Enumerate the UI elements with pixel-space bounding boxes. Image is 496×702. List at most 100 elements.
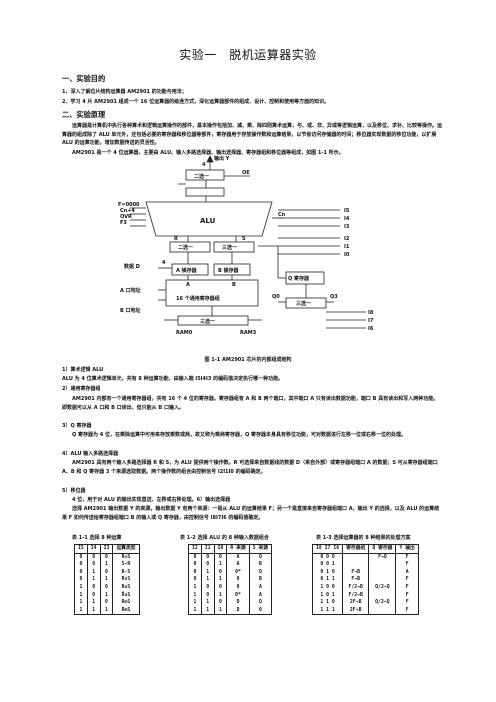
cn-label: Cn bbox=[278, 212, 286, 218]
q0-label: Q0 bbox=[272, 294, 280, 300]
table-header-cell: 运算类型 bbox=[112, 544, 140, 554]
a-port-label: A bbox=[186, 282, 190, 288]
table-cell bbox=[368, 591, 397, 600]
table-cell: 2F→B bbox=[342, 599, 370, 607]
table-cell: 0 bbox=[226, 576, 250, 584]
table-header-cell: I2 bbox=[188, 544, 202, 554]
table-cell: Q/2→Q bbox=[368, 599, 397, 607]
table-header-cell: Y 输出 bbox=[395, 544, 419, 554]
table-cell: R-S bbox=[112, 568, 140, 577]
table-cell: 0 bbox=[188, 576, 202, 584]
s-label: S bbox=[242, 236, 246, 242]
table-cell: 1 bbox=[213, 606, 228, 616]
i3-label: I3 bbox=[344, 224, 350, 230]
table-cell: 0 bbox=[86, 561, 101, 569]
table-cell bbox=[368, 606, 397, 616]
table-cell: F bbox=[395, 591, 419, 600]
table-cell: 1 1 1 bbox=[311, 606, 344, 616]
b-latch-label: B 锁存器 bbox=[218, 267, 240, 274]
q3-label: Q3 bbox=[330, 294, 338, 300]
table-cell: 1 bbox=[213, 576, 228, 584]
r-mux-label: 二选一 bbox=[178, 244, 193, 251]
i8-label: I8 bbox=[368, 310, 374, 316]
table-header-cell: Q 寄存器 bbox=[368, 544, 397, 554]
table-cell: 1 bbox=[99, 606, 114, 616]
table-cell: 0 bbox=[99, 599, 114, 607]
table-cell: 0 0 0 bbox=[311, 553, 344, 562]
table-cell: R⊕S bbox=[112, 599, 140, 607]
table-cell: 0 bbox=[99, 553, 114, 562]
b-addr-label: B 口地址 bbox=[120, 307, 141, 314]
table-cell: R∨S bbox=[112, 576, 140, 584]
table-cell: Q bbox=[248, 553, 273, 562]
table-cell: F bbox=[395, 583, 419, 592]
table-cell: F bbox=[395, 599, 419, 607]
table-cell: Q bbox=[248, 599, 273, 607]
table-cell: R̄∧S bbox=[112, 591, 140, 600]
s-mux-label: 三选一 bbox=[222, 244, 237, 251]
table-cell: R⊕S bbox=[112, 606, 140, 616]
table-cell: 0 bbox=[86, 583, 101, 592]
flag-f0000: F=0000 bbox=[118, 202, 140, 208]
table-cell: 0 bbox=[188, 561, 202, 569]
table-cell: A bbox=[226, 553, 250, 562]
table-cell: 1 bbox=[74, 591, 88, 600]
table-header-cell: I4 bbox=[86, 544, 101, 554]
mux-section-title: 4）ALU 输入多路选择器 bbox=[62, 451, 119, 457]
table-cell: 1 bbox=[213, 591, 228, 600]
table-cell: 1 bbox=[188, 583, 202, 592]
output-select-text: 选择 AM2901 输出数据 Y 的来源。输出数据 Y 有两个来源：一是从 AL… bbox=[62, 506, 440, 521]
table-cell: 1 bbox=[74, 606, 88, 616]
table-cell: Q/2→Q bbox=[368, 583, 397, 592]
table-cell: 1 bbox=[213, 561, 228, 569]
table-cell bbox=[368, 561, 397, 569]
table-cell: 0 bbox=[200, 583, 215, 592]
shifter-section-title: 5）移位器 bbox=[62, 488, 86, 494]
table-cell: 2F→B bbox=[342, 606, 370, 616]
section-heading-principle: 二、实验原理 bbox=[62, 110, 106, 119]
table-header-cell: I0 bbox=[213, 544, 228, 554]
table-cell: F/2→B bbox=[342, 591, 370, 600]
i6-label: I6 bbox=[368, 326, 374, 332]
table-cell: 0 bbox=[99, 568, 114, 577]
table-cell: S-R bbox=[112, 561, 140, 569]
table-cell: F bbox=[395, 606, 419, 616]
mux-section-text: AM2901 具有两个输入多路选择器 R 和 S，为 ALU 提供两个操作数。R… bbox=[62, 460, 438, 475]
table-cell: 1 bbox=[200, 599, 215, 607]
flag-ovr: OVR bbox=[120, 214, 132, 220]
table-header-cell: R 来源 bbox=[226, 544, 250, 554]
table-cell: R+S bbox=[112, 553, 140, 562]
ram3-label: RAM3 bbox=[240, 330, 257, 336]
table-cell: 1 bbox=[188, 599, 202, 607]
table-cell: 0 bbox=[213, 599, 228, 607]
table-3-title: 表 1-3 选择运算器的 8 种结果的处理方案 bbox=[316, 535, 411, 541]
purpose-item-1: 1、深入了解位片结构运算器 AM2901 的功能与用法； bbox=[62, 89, 187, 95]
table-cell: D bbox=[226, 599, 250, 607]
table-cell: 0 bbox=[99, 583, 114, 592]
table-cell: 0 bbox=[213, 568, 228, 577]
table-cell: B bbox=[248, 561, 273, 569]
table-cell: 0 bbox=[86, 591, 101, 600]
table-cell: 1 1 0 bbox=[311, 599, 344, 607]
table-cell: 0 bbox=[74, 568, 88, 577]
table-cell: 1 bbox=[99, 576, 114, 584]
table-cell: F/2→B bbox=[342, 583, 370, 592]
